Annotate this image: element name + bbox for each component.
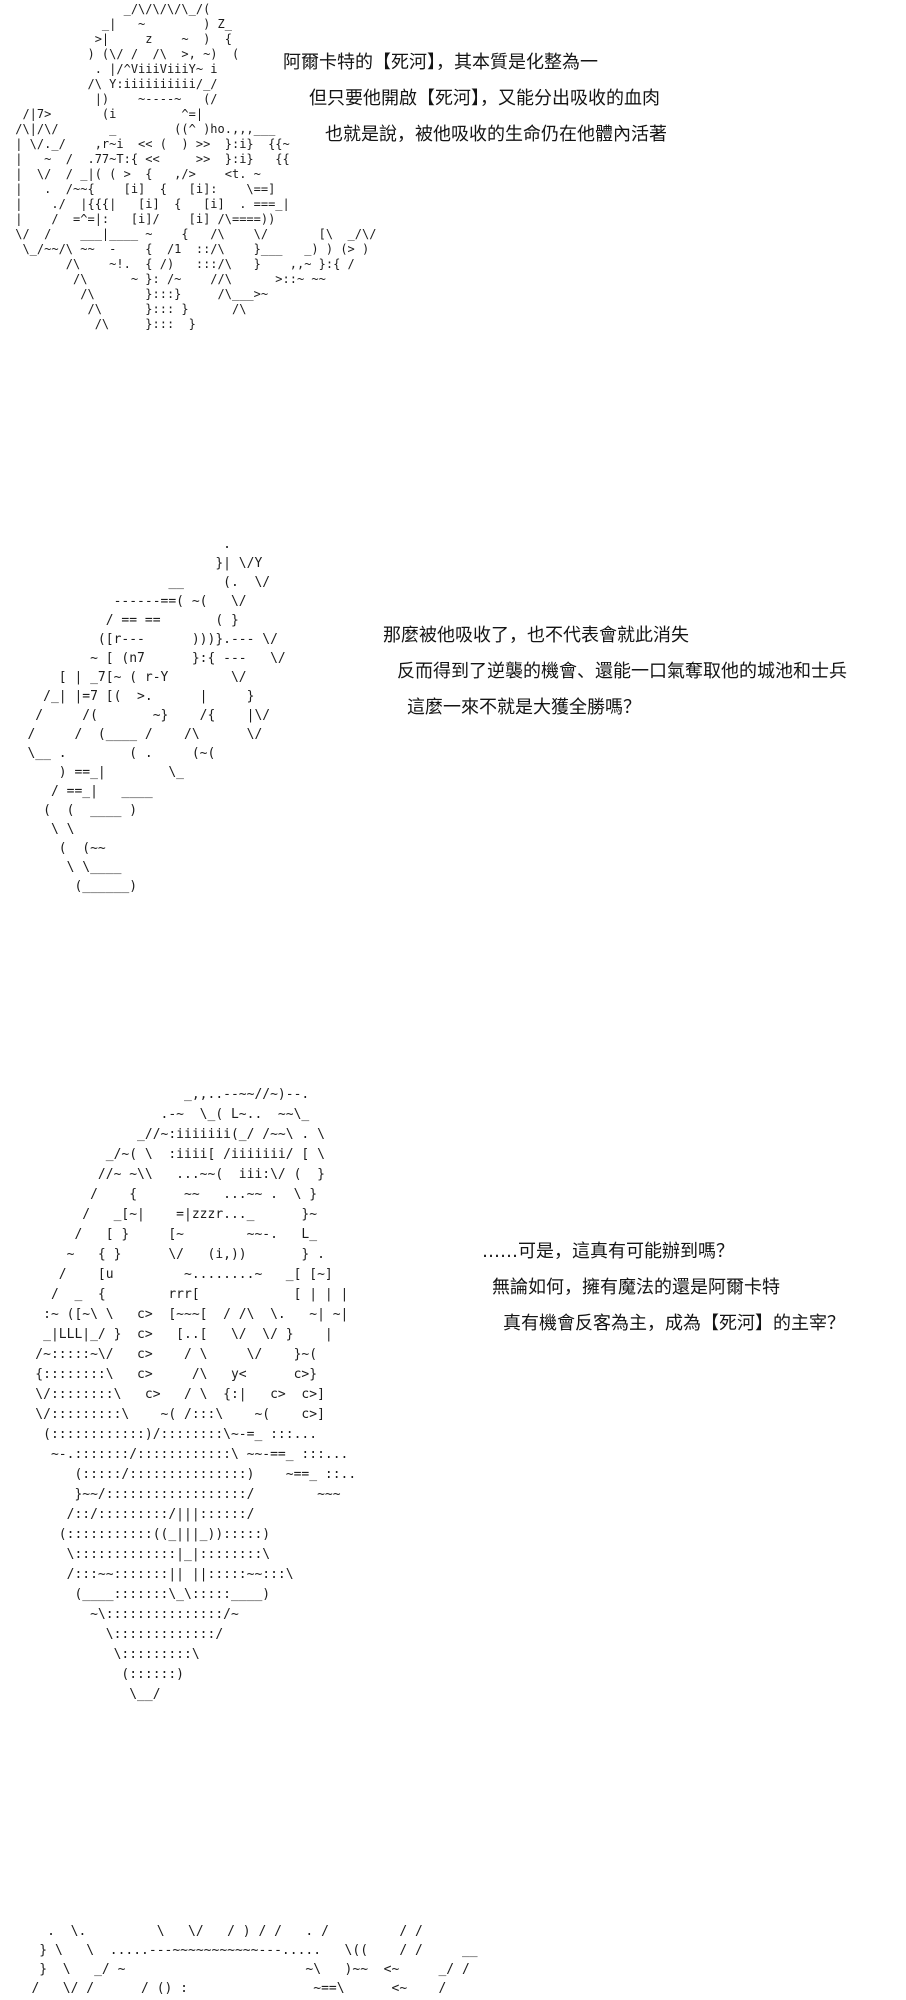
- ascii-art-figure-4-partial: . \. \ \/ / ) / / . / / / } \ \ .....---…: [31, 1924, 478, 1996]
- dialogue-line: 無論如何，擁有魔法的還是阿爾卡特: [492, 1277, 780, 1298]
- ascii-art-figure-1: _/\/\/\/\_/( _| ~ ) Z_ >| z ~ ) { ) (\/ …: [15, 2, 377, 331]
- dialogue-line: ……可是，這真有可能辦到嗎？: [482, 1241, 734, 1262]
- dialogue-line: 這麼一來不就是大獲全勝嗎？: [407, 697, 641, 718]
- ascii-art-figure-3: _,,..--~~//~)--. .-~ \_( L~.. ~~\_ _//~:…: [35, 1087, 357, 1702]
- dialogue-line: 那麼被他吸收了，也不代表會就此消失: [383, 625, 689, 646]
- dialogue-block-2: 那麼被他吸收了，也不代表會就此消失 反而得到了逆襲的機會、還能一口氣奪取他的城池…: [383, 618, 847, 726]
- dialogue-line: 但只要他開啟【死河】，又能分出吸收的血肉: [309, 88, 660, 109]
- dialogue-line: 阿爾卡特的【死河】，其本質是化整為一: [283, 52, 598, 73]
- dialogue-line: 真有機會反客為主，成為【死河】的主宰？: [503, 1313, 845, 1334]
- ascii-art-figure-2: . }| \/Y __ (. \/ ------==( ~( \/ / == =…: [27, 537, 286, 894]
- dialogue-line: 也就是說，被他吸收的生命仍在他體內活著: [325, 124, 667, 145]
- dialogue-line: 反而得到了逆襲的機會、還能一口氣奪取他的城池和士兵: [397, 661, 847, 682]
- dialogue-block-1: 阿爾卡特的【死河】，其本質是化整為一 但只要他開啟【死河】，又能分出吸收的血肉 …: [283, 45, 667, 153]
- dialogue-block-3: ……可是，這真有可能辦到嗎？ 無論如何，擁有魔法的還是阿爾卡特 真有機會反客為主…: [482, 1234, 845, 1342]
